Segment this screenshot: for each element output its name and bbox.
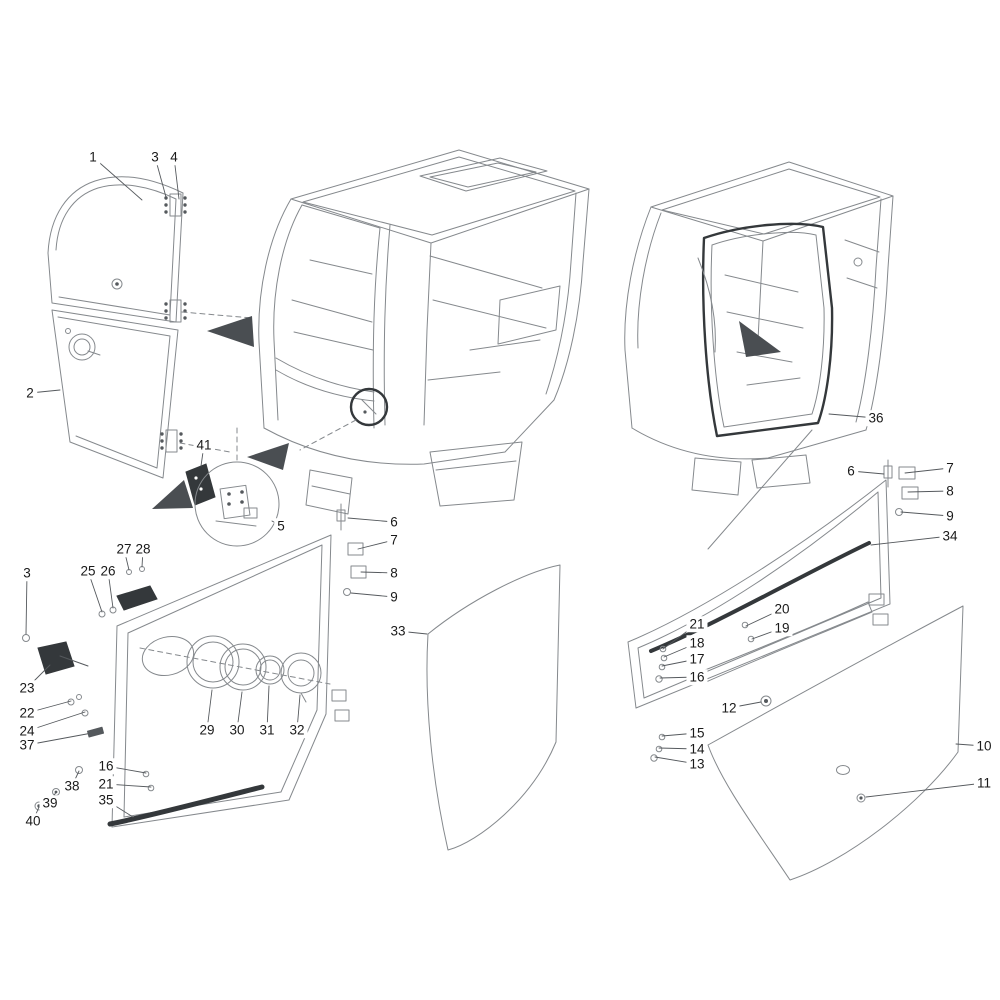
callout-label-9: 9 [387, 589, 401, 605]
callout-label-5: 5 [274, 518, 288, 534]
callout-label-17: 17 [686, 651, 708, 667]
callout-label-26: 26 [97, 563, 119, 579]
leader-line-3 [25, 572, 28, 635]
callout-label-22: 22 [16, 705, 38, 721]
callout-label-36: 36 [865, 410, 887, 426]
leader-line-9 [350, 592, 395, 598]
callout-label-33: 33 [387, 623, 409, 639]
callout-label-11: 11 [973, 775, 995, 791]
callout-label-20: 20 [771, 601, 793, 617]
hinge-detail-view [185, 427, 280, 547]
callout-label-31: 31 [256, 722, 278, 738]
callout-label-4: 4 [167, 149, 181, 165]
callout-label-21: 21 [95, 776, 117, 792]
arrow-to-door [207, 316, 254, 347]
callout-label-23: 23 [16, 680, 38, 696]
callout-label-32: 32 [286, 722, 308, 738]
leader-line-6 [347, 517, 395, 523]
callout-label-14: 14 [686, 741, 708, 757]
callout-label-12: 12 [718, 700, 740, 716]
leader-line-11 [865, 782, 985, 798]
callout-label-29: 29 [196, 722, 218, 738]
arrow-to-rear-door-opening [739, 321, 781, 357]
callout-label-25: 25 [77, 563, 99, 579]
leader-line-9 [900, 511, 951, 517]
center-door-glass [426, 564, 561, 851]
callout-label-9: 9 [943, 508, 957, 524]
direction-arrows [152, 316, 781, 509]
callout-label-18: 18 [686, 635, 708, 651]
upper-door-window [47, 176, 187, 323]
leader-line-7 [904, 467, 951, 474]
callout-label-1: 1 [86, 149, 100, 165]
callout-label-15: 15 [686, 725, 708, 741]
callout-label-27: 27 [113, 541, 135, 557]
callout-label-7: 7 [387, 532, 401, 548]
leader-line-8 [907, 490, 951, 493]
callout-label-7: 7 [943, 460, 957, 476]
leader-line-34 [870, 535, 951, 546]
callout-label-3: 3 [20, 565, 34, 581]
leader-line-37 [26, 732, 93, 746]
callout-label-10: 10 [973, 738, 995, 754]
callout-label-19: 19 [771, 620, 793, 636]
arrow-to-hinge-detail [247, 443, 289, 470]
callout-label-3: 3 [148, 149, 162, 165]
callout-label-8: 8 [943, 483, 957, 499]
callout-label-24: 24 [16, 723, 38, 739]
callout-label-21: 21 [686, 616, 708, 632]
callout-label-38: 38 [61, 778, 83, 794]
callout-label-13: 13 [686, 756, 708, 772]
lower-door-panel [51, 309, 253, 479]
callout-label-2: 2 [23, 385, 37, 401]
callout-label-35: 35 [95, 792, 117, 808]
cab-frame-front-view [258, 149, 590, 515]
leader-lines [25, 156, 985, 822]
cab-frame-rear-view [624, 161, 894, 550]
callout-label-6: 6 [844, 463, 858, 479]
callout-label-41: 41 [193, 437, 215, 453]
callout-label-37: 37 [16, 737, 38, 753]
arrow-to-frame-assembly [152, 480, 193, 509]
callout-label-8: 8 [387, 565, 401, 581]
callout-label-40: 40 [22, 813, 44, 829]
callout-label-39: 39 [39, 795, 61, 811]
callout-label-16: 16 [95, 758, 117, 774]
right-door-frame-assembly [627, 459, 919, 762]
callout-label-30: 30 [226, 722, 248, 738]
callout-label-6: 6 [387, 514, 401, 530]
callout-label-34: 34 [939, 528, 961, 544]
right-door-glass [707, 605, 964, 881]
leader-line-1 [92, 156, 143, 201]
callout-label-16: 16 [686, 669, 708, 685]
callout-label-28: 28 [132, 541, 154, 557]
